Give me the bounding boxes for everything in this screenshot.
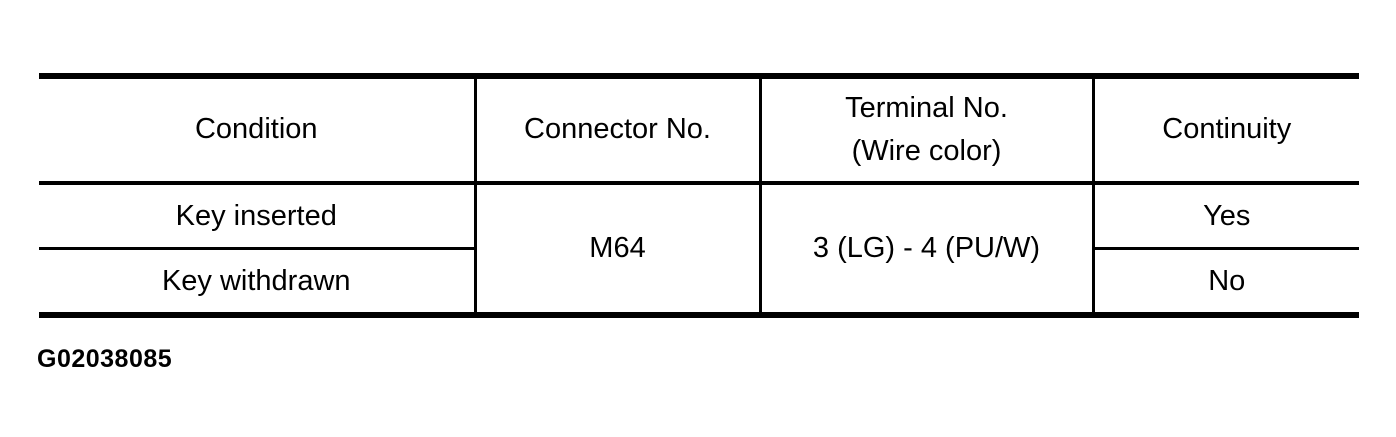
header-terminal-no-line1: Terminal No. — [845, 91, 1008, 124]
cell-terminal-no: 3 (LG) - 4 (PU/W) — [758, 183, 1093, 315]
header-condition: Condition — [39, 76, 475, 185]
cell-connector-no: M64 — [473, 183, 760, 315]
cell-continuity-yes: Yes — [1091, 183, 1359, 250]
cell-condition-key-withdrawn: Key withdrawn — [161, 264, 351, 297]
continuity-table: Condition Connector No. Terminal No. (Wi… — [39, 73, 1359, 318]
header-row: Condition Connector No. Terminal No. (Wi… — [39, 76, 1359, 185]
figure-id: G02038085 — [37, 345, 173, 373]
header-terminal-no-line2: (Wire color) — [851, 135, 1002, 167]
header-connector-no: Connector No. — [473, 76, 760, 185]
table-row-key-withdrawn: Key withdrawn No — [39, 248, 1359, 315]
table-row-key-inserted: Key inserted M64 3 (LG) - 4 (PU/W) Yes — [39, 183, 1359, 315]
cell-continuity-no: No — [1091, 248, 1359, 315]
cell-condition-key-inserted: Key inserted — [39, 183, 475, 250]
header-continuity: Continuity — [1091, 76, 1359, 185]
header-terminal-no: Terminal No. (Wire color) — [758, 76, 1093, 185]
